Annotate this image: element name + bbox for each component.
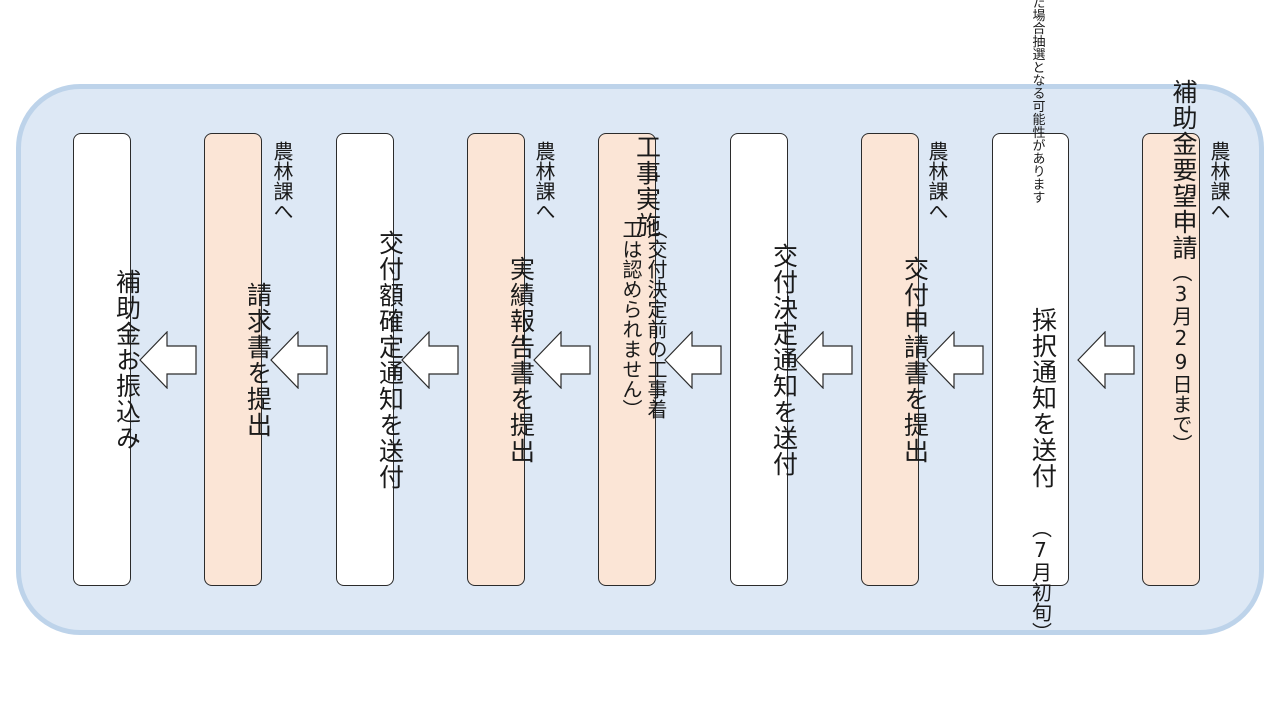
step-text-group: 要望数が予算の台数を上回った場合抽選となる可能性があります 採択通知を送付 （7…: [993, 0, 1068, 642]
step-title: 工事実施: [632, 134, 662, 238]
step-box-grant-decision: 交付決定通知を送付: [730, 133, 799, 586]
step-box-performance-report: 実績報告書を提出: [467, 133, 536, 586]
left-block-arrow-icon: [795, 331, 853, 389]
left-block-arrow-icon: [926, 331, 984, 389]
step-title: 交付申請書を提出: [900, 255, 930, 464]
step-box-grant-application: 交付申請書を提出: [861, 133, 930, 586]
step-title-group: 採択通知を送付 （7月初旬）: [1018, 307, 1058, 704]
step-title: 補助金お振込み: [112, 268, 142, 451]
left-block-arrow-icon: [270, 331, 328, 389]
step-title: 補助金要望申請: [1169, 78, 1198, 261]
side-label-norin-ka: 農林課へ: [925, 141, 949, 221]
step-box-adoption-notice: 要望数が予算の台数を上回った場合抽選となる可能性があります 採択通知を送付 （7…: [992, 0, 1069, 642]
left-block-arrow-icon: [401, 331, 459, 389]
step-box-amount-confirmation: 交付額確定通知を送付: [336, 133, 405, 586]
step-box-invoice: 請求書を提出: [204, 133, 273, 586]
step-title: 実績報告書を提出: [506, 255, 536, 464]
left-block-arrow-icon: [139, 331, 197, 389]
step-deadline: （3月29日まで）: [1169, 261, 1193, 454]
left-block-arrow-icon: [533, 331, 591, 389]
step-title: 採択通知を送付: [1028, 307, 1058, 489]
side-label-norin-ka: 農林課へ: [532, 141, 556, 221]
left-block-arrow-icon: [1077, 331, 1135, 389]
step-title: 請求書を提出: [243, 281, 273, 438]
side-label-norin-ka: 農林課へ: [270, 141, 294, 221]
step-title: 交付決定通知を送付: [769, 242, 799, 477]
step-text-group: 補助金要望申請 （3月29日まで）: [1143, 79, 1199, 585]
step-note-no-early-start: （交付決定前の工事着工は認められません）: [619, 219, 668, 419]
left-block-arrow-icon: [664, 331, 722, 389]
step-box-subsidy-payment: 補助金お振込み: [73, 133, 142, 586]
step-title: 交付額確定通知を送付: [375, 229, 405, 490]
side-label-norin-ka: 農林課へ: [1207, 141, 1231, 221]
step-box-subsidy-request: 補助金要望申請 （3月29日まで）: [1142, 79, 1200, 586]
step-timing: （7月初旬）: [1028, 518, 1053, 642]
step-note-lottery: 要望数が予算の台数を上回った場合抽選となる可能性があります: [1029, 0, 1045, 204]
step-box-construction: 工事実施 （交付決定前の工事着工は認められません）: [598, 133, 668, 586]
